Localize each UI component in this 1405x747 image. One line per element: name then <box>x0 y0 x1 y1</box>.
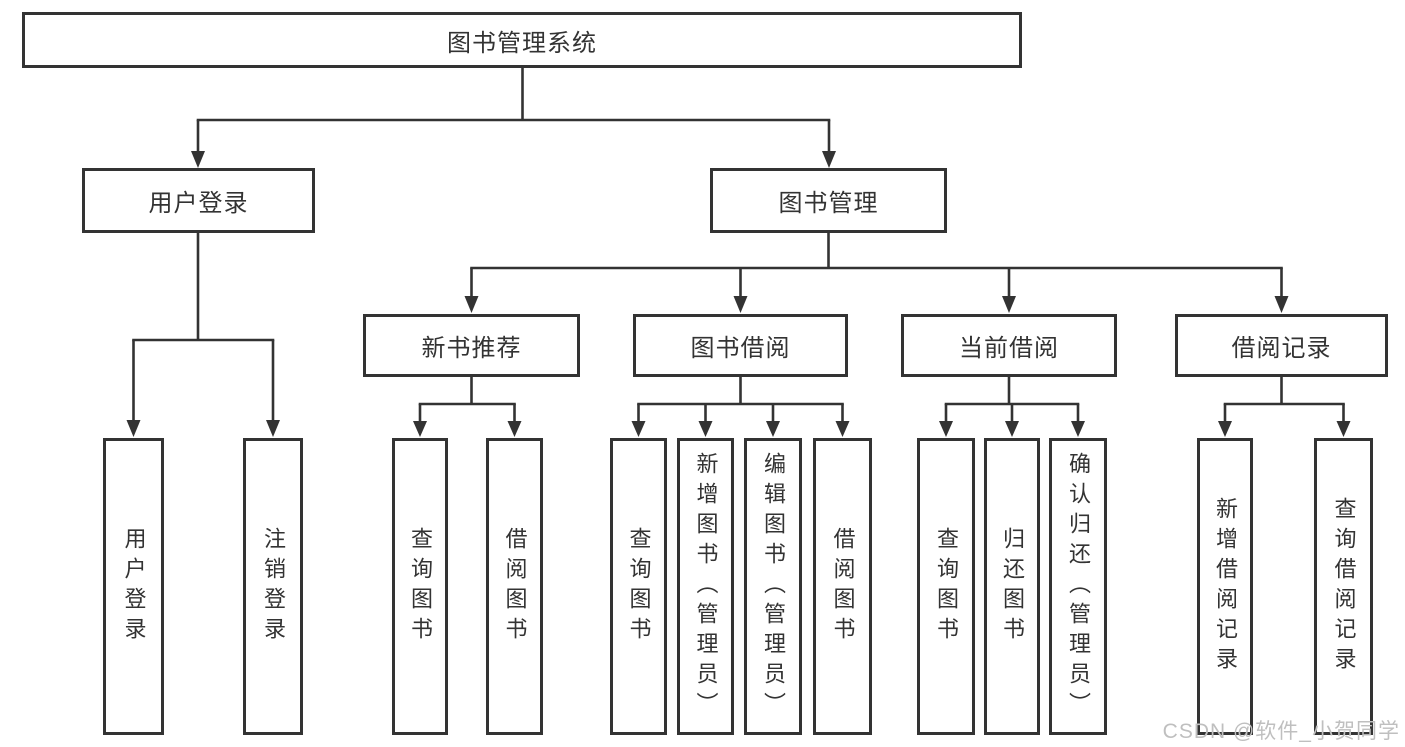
leaf-query-books-borrow-label: 查询图书 <box>626 526 652 647</box>
csdn-watermark: CSDN @软件_小贺同学 <box>1162 720 1400 743</box>
leaf-query-borrow-record: 查询借阅记录 <box>1314 438 1373 735</box>
leaf-add-borrow-record-label: 新增借阅记录 <box>1213 496 1238 677</box>
leaf-user-login-label: 用户登录 <box>121 526 147 647</box>
leaf-return-book-label: 归还图书 <box>1000 526 1025 647</box>
connector-book-borrow-children <box>631 377 850 437</box>
connector-current-borrow-children <box>939 377 1085 437</box>
node-book-management: 图书管理 <box>710 168 947 233</box>
connector-new-book-recommend-children <box>413 377 522 437</box>
node-new-book-recommend-label: 新书推荐 <box>421 335 522 362</box>
leaf-query-books-recommend-label: 查询图书 <box>408 526 433 647</box>
node-book-borrow: 图书借阅 <box>633 314 848 377</box>
node-user-login-label: 用户登录 <box>148 190 249 217</box>
leaf-query-books-current-label: 查询图书 <box>934 526 959 647</box>
node-current-borrow: 当前借阅 <box>901 314 1117 377</box>
node-book-management-label: 图书管理 <box>778 190 879 217</box>
leaf-edit-book-admin: 编辑图书（管理员） <box>744 438 802 735</box>
leaf-add-book-admin-label: 新增图书（管理员） <box>693 451 719 722</box>
node-book-borrow-label: 图书借阅 <box>690 335 791 362</box>
leaf-query-books-recommend: 查询图书 <box>392 438 448 735</box>
leaf-borrow-books-recommend-label: 借阅图书 <box>502 526 528 647</box>
leaf-query-books-borrow: 查询图书 <box>610 438 667 735</box>
leaf-borrow-books-recommend: 借阅图书 <box>486 438 543 735</box>
node-current-borrow-label: 当前借阅 <box>959 335 1059 362</box>
leaf-confirm-return-admin-label: 确认归还（管理员） <box>1066 451 1091 722</box>
node-user-login: 用户登录 <box>82 168 315 233</box>
leaf-return-book: 归还图书 <box>984 438 1040 735</box>
leaf-add-book-admin: 新增图书（管理员） <box>677 438 734 735</box>
leaf-edit-book-admin-label: 编辑图书（管理员） <box>761 451 786 722</box>
leaf-confirm-return-admin: 确认归还（管理员） <box>1049 438 1107 735</box>
leaf-logout-label: 注销登录 <box>261 526 286 647</box>
connector-root-to-level2 <box>191 68 836 168</box>
leaf-borrow-books: 借阅图书 <box>813 438 872 735</box>
leaf-user-login: 用户登录 <box>103 438 164 735</box>
connector-user-login-children <box>126 233 280 437</box>
node-new-book-recommend: 新书推荐 <box>363 314 580 377</box>
connector-borrow-records-children <box>1218 377 1351 437</box>
node-root: 图书管理系统 <box>22 12 1022 68</box>
leaf-borrow-books-label: 借阅图书 <box>830 526 856 647</box>
node-borrow-records: 借阅记录 <box>1175 314 1388 377</box>
node-root-label: 图书管理系统 <box>447 29 597 57</box>
leaf-query-books-current: 查询图书 <box>917 438 975 735</box>
leaf-query-borrow-record-label: 查询借阅记录 <box>1331 496 1357 677</box>
connector-book-management-children <box>464 233 1289 313</box>
leaf-logout: 注销登录 <box>243 438 303 735</box>
node-borrow-records-label: 借阅记录 <box>1231 335 1332 362</box>
leaf-add-borrow-record: 新增借阅记录 <box>1197 438 1253 735</box>
